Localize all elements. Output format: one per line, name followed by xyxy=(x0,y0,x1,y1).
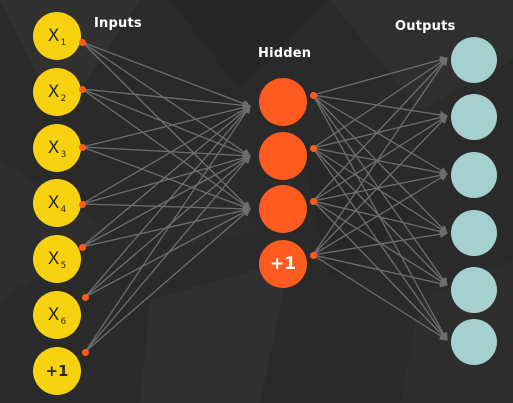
outputs-label: Outputs xyxy=(395,19,456,34)
edge-hidden-1-output-4 xyxy=(312,94,448,234)
input-connector-dot xyxy=(81,293,89,301)
output-node-5 xyxy=(451,267,497,313)
edge-input-1-hidden-1 xyxy=(81,41,251,108)
input-node-label: +1 xyxy=(45,362,69,380)
edge-input-3-hidden-3 xyxy=(81,146,251,211)
input-node-subscript: 2 xyxy=(60,94,67,104)
input-connector-dot xyxy=(78,143,86,151)
hidden-connector-dot xyxy=(309,197,317,205)
inputs-label: Inputs xyxy=(94,16,142,31)
edge-input-4-hidden-2 xyxy=(81,154,251,205)
edge-input-7-hidden-3 xyxy=(84,208,251,353)
hidden-connector-dot xyxy=(309,251,317,259)
edge-hidden-4-output-4 xyxy=(312,230,448,256)
input-node-subscript: 4 xyxy=(60,205,67,215)
edge-input-5-hidden-2 xyxy=(81,155,251,248)
input-connector-dot xyxy=(78,85,86,93)
edge-hidden-1-output-1 xyxy=(312,56,448,96)
edge-input-4-hidden-3 xyxy=(81,203,251,213)
hidden-node-3 xyxy=(259,185,307,233)
input-connector-dot xyxy=(78,200,86,208)
input-node-label: X xyxy=(47,193,60,213)
edge-hidden-4-output-6 xyxy=(312,254,448,341)
edge-hidden-4-output-2 xyxy=(312,115,448,256)
hidden-node-label: +1 xyxy=(269,254,297,274)
output-node-3 xyxy=(451,152,497,198)
edge-input-4-hidden-1 xyxy=(81,105,251,205)
edge-input-3-hidden-2 xyxy=(81,146,251,160)
edge-input-3-hidden-1 xyxy=(81,103,251,148)
edge-hidden-3-output-1 xyxy=(312,57,448,202)
edge-hidden-4-output-5 xyxy=(312,254,448,288)
edge-input-1-hidden-3 xyxy=(81,41,251,210)
edge-hidden-2-output-4 xyxy=(312,147,448,234)
output-node-6 xyxy=(451,319,497,365)
hidden-connector-dot xyxy=(309,91,317,99)
edge-hidden-2-output-2 xyxy=(312,113,448,149)
edge-input-7-hidden-2 xyxy=(84,155,251,353)
input-connector-dot xyxy=(78,38,86,46)
input-node-label: X xyxy=(47,138,60,158)
output-node-4 xyxy=(451,210,497,256)
edge-hidden-4-output-3 xyxy=(312,173,448,256)
hidden-node-2 xyxy=(259,132,307,180)
edge-hidden-2-output-1 xyxy=(312,57,448,149)
input-node-label: X xyxy=(47,305,60,325)
input-connector-dot xyxy=(81,348,89,356)
input-node-subscript: 3 xyxy=(60,150,67,160)
edge-input-2-hidden-2 xyxy=(81,88,251,158)
edge-hidden-3-output-3 xyxy=(312,171,448,202)
edge-hidden-1-output-3 xyxy=(312,94,448,175)
hidden-label: Hidden xyxy=(258,46,312,61)
edge-input-7-hidden-1 xyxy=(84,105,251,353)
edge-input-1-hidden-2 xyxy=(81,41,251,157)
input-node-subscript: 6 xyxy=(60,317,67,327)
input-connector-dot xyxy=(78,243,86,251)
input-node-label: X xyxy=(47,26,60,46)
edge-input-6-hidden-1 xyxy=(84,105,251,298)
edge-input-6-hidden-2 xyxy=(84,155,251,298)
edge-hidden-1-output-2 xyxy=(312,94,448,119)
edge-input-2-hidden-1 xyxy=(81,88,251,110)
input-bias-node: +1 xyxy=(33,347,81,395)
edge-hidden-3-output-2 xyxy=(312,115,448,202)
edge-hidden-4-output-1 xyxy=(312,57,448,256)
edge-hidden-2-output-3 xyxy=(312,147,448,177)
input-node-subscript: 1 xyxy=(60,38,67,48)
edge-input-5-hidden-1 xyxy=(81,105,251,248)
input-node-subscript: 5 xyxy=(60,261,67,271)
output-node-1 xyxy=(451,37,497,83)
edge-hidden-3-output-4 xyxy=(312,200,448,236)
hidden-bias-node: +1 xyxy=(259,240,307,288)
edge-hidden-3-output-5 xyxy=(312,200,448,286)
input-node-label: X xyxy=(47,82,60,102)
output-node-2 xyxy=(451,94,497,140)
input-node-label: X xyxy=(47,249,60,269)
hidden-node-1 xyxy=(259,78,307,126)
hidden-connector-dot xyxy=(309,144,317,152)
